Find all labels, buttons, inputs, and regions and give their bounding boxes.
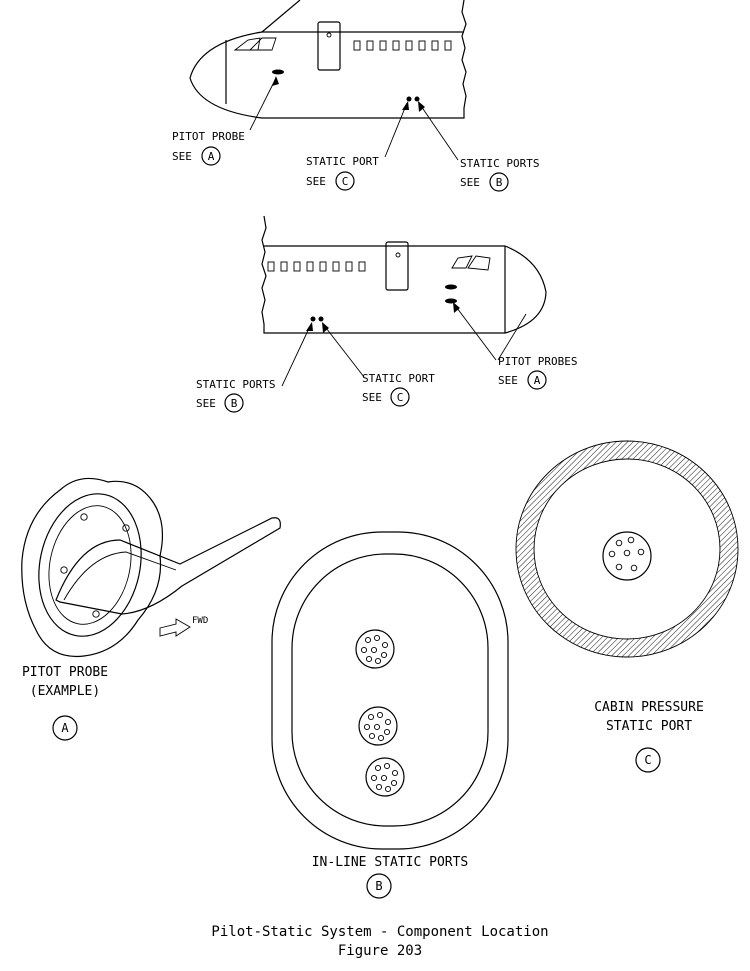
callout-label: STATIC PORT <box>362 372 435 385</box>
reference-letter: C <box>644 753 651 767</box>
hatched-ring <box>516 441 738 657</box>
reference-circle <box>635 747 661 773</box>
detail-title: IN-LINE STATIC PORTS <box>312 855 469 870</box>
mounting-flange <box>21 477 163 658</box>
static-port-cluster <box>358 706 398 746</box>
callout-label: STATIC PORT <box>306 155 379 168</box>
pitot-probe-detail: FWD PITOT PROBE (EXAMPLE) A <box>21 477 281 741</box>
inline-static-ports-detail: IN-LINE STATIC PORTS B <box>271 531 509 899</box>
reference-letter: A <box>534 374 541 387</box>
reference-circle <box>224 393 244 413</box>
cockpit-window <box>248 37 277 51</box>
cockpit-window <box>451 255 473 269</box>
reference-circle <box>52 715 78 741</box>
bottom-static-ports-callout: STATIC PORTS SEE B <box>196 378 275 413</box>
bottom-pitot-callout: PITOT PROBES SEE A <box>498 355 577 390</box>
see-text: SEE <box>460 176 480 189</box>
pitot-probe-marker <box>272 69 284 75</box>
detail-title: PITOT PROBE <box>22 665 108 680</box>
top-static-port-callout: STATIC PORT SEE C <box>306 155 379 191</box>
passenger-door <box>317 21 341 71</box>
static-port-cluster <box>365 757 405 797</box>
callout-label: PITOT PROBES <box>498 355 577 368</box>
reference-circle <box>335 171 355 191</box>
fuselage-right-view <box>261 215 547 387</box>
static-ports-marker <box>414 96 420 102</box>
callout-label: STATIC PORTS <box>460 157 539 170</box>
fwd-arrow-icon <box>159 618 191 637</box>
mounting-screw <box>80 513 88 521</box>
callout-label: STATIC PORTS <box>196 378 275 391</box>
static-port-marker <box>318 316 324 322</box>
mounting-screw <box>92 610 100 618</box>
detail-subtitle: (EXAMPLE) <box>30 684 100 699</box>
cockpit-window <box>467 255 491 271</box>
port-plate-outer <box>271 531 509 850</box>
figure-number: Figure 203 <box>338 943 422 959</box>
static-port-cluster <box>602 531 652 581</box>
reference-circle <box>390 387 410 407</box>
pitot-probe-marker <box>445 298 457 304</box>
see-text: SEE <box>498 374 518 387</box>
detail-subtitle: STATIC PORT <box>606 719 692 734</box>
top-pitot-callout: PITOT PROBE SEE A <box>172 130 245 166</box>
cabin-windows <box>267 261 366 272</box>
static-port-marker <box>406 96 412 102</box>
passenger-door <box>385 241 409 291</box>
reference-circle <box>489 172 509 192</box>
reference-letter: C <box>397 391 404 404</box>
static-port-cluster <box>355 629 395 669</box>
cabin-pressure-static-port-detail: CABIN PRESSURE STATIC PORT C <box>515 440 739 773</box>
reference-letter: A <box>208 150 215 163</box>
see-text: SEE <box>306 175 326 188</box>
top-static-ports-callout: STATIC PORTS SEE B <box>460 157 539 192</box>
bottom-static-port-callout: STATIC PORT SEE C <box>362 372 435 407</box>
callout-label: PITOT PROBE <box>172 130 245 143</box>
pitot-probe-marker <box>445 284 457 290</box>
reference-circle <box>527 370 547 390</box>
see-text: SEE <box>172 150 192 163</box>
fuselage-left-view <box>189 0 467 161</box>
cabin-windows <box>353 40 452 51</box>
detail-title: CABIN PRESSURE <box>594 700 704 715</box>
reference-letter: C <box>342 175 349 188</box>
see-text: SEE <box>362 391 382 404</box>
reference-letter: B <box>496 176 503 189</box>
reference-circle <box>201 146 221 166</box>
mounting-screw <box>122 524 130 532</box>
reference-letter: A <box>61 721 69 735</box>
reference-letter: B <box>375 879 382 893</box>
figure-caption: Pilot-Static System - Component Location <box>211 924 548 940</box>
reference-letter: B <box>231 397 238 410</box>
reference-circle <box>366 873 392 899</box>
fwd-label: FWD <box>192 616 208 626</box>
flange-face <box>38 493 142 637</box>
probe-body <box>55 517 281 615</box>
see-text: SEE <box>196 397 216 410</box>
mounting-screw <box>60 566 68 574</box>
static-ports-marker <box>310 316 316 322</box>
port-plate-inner <box>291 553 489 827</box>
